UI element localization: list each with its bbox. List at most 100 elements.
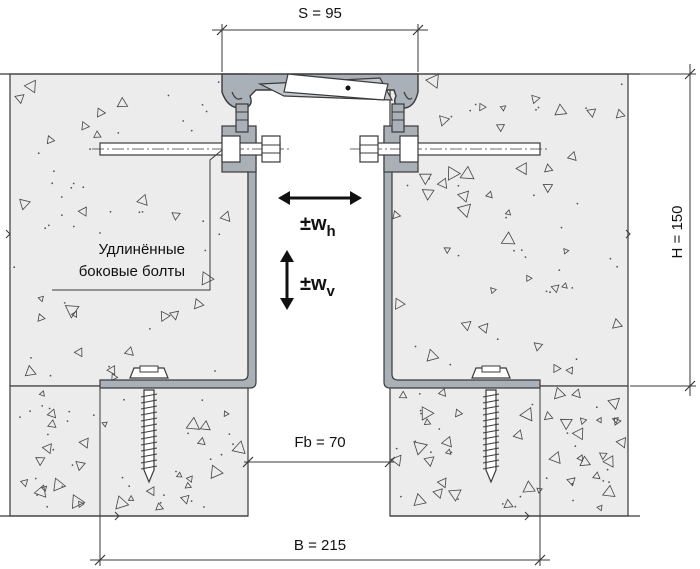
aggregate-particle xyxy=(413,441,428,456)
thread-line xyxy=(140,411,158,416)
aggregate-particle xyxy=(558,269,561,271)
aggregate-particle xyxy=(601,484,616,497)
aggregate-particle xyxy=(78,500,85,509)
aggregate-particle xyxy=(586,108,597,118)
aggregate-particle xyxy=(450,115,453,118)
aggregate-particle xyxy=(572,499,574,502)
dimension-fb: Fb = 70 xyxy=(242,434,396,468)
thread-line xyxy=(482,411,500,416)
aggregate-particle xyxy=(53,477,67,492)
aggregate-particle xyxy=(149,328,151,330)
thread-line xyxy=(482,429,500,434)
aggregate-particle xyxy=(72,182,75,185)
aggregate-particle xyxy=(78,437,89,449)
aggregate-particle xyxy=(82,186,85,189)
aggregate-particle xyxy=(70,310,78,318)
aggregate-particle xyxy=(421,406,435,421)
aggregate-particle xyxy=(199,420,211,431)
aggregate-particle xyxy=(566,477,576,487)
aggregate-particle xyxy=(531,94,541,105)
aggregate-particle xyxy=(436,177,448,189)
aggregate-particle xyxy=(36,494,38,496)
side-bolt-right xyxy=(350,135,548,163)
horizontal-movement-label: ±wh xyxy=(300,213,336,240)
aggregate-particle xyxy=(201,271,215,286)
aggregate-particle xyxy=(524,256,527,258)
aggregate-particle xyxy=(49,374,52,377)
dimension-b: B = 215 xyxy=(90,388,550,566)
aggregate-particle xyxy=(92,414,95,416)
aggregate-particle xyxy=(51,182,54,185)
aggregate-particle xyxy=(440,435,452,448)
aggregate-particle xyxy=(46,135,56,145)
aggregate-particle xyxy=(406,184,409,187)
aggregate-particle xyxy=(432,488,443,500)
aggregate-particle xyxy=(109,210,112,213)
thread-line xyxy=(140,453,158,458)
aggregate-particle xyxy=(447,166,462,181)
aggregate-particle xyxy=(485,190,493,199)
thread-line xyxy=(482,405,500,410)
aggregate-particle xyxy=(19,416,21,418)
aggregate-particle xyxy=(495,124,506,133)
aggregate-particle xyxy=(61,214,63,217)
aggregate-particle xyxy=(439,115,451,127)
aggregate-particle xyxy=(566,432,569,434)
aggregate-particle xyxy=(40,485,48,492)
aggregate-particle xyxy=(72,225,75,228)
side-bolts-callout: Удлинённые боковые болты xyxy=(52,149,223,291)
aggregate-particle xyxy=(505,216,507,219)
aggregate-particle xyxy=(571,287,574,289)
aggregate-particle xyxy=(519,406,533,422)
aggregate-particle xyxy=(543,411,554,421)
aggregate-particle xyxy=(548,450,561,465)
aggregate-particle xyxy=(37,152,40,155)
aggregate-particle xyxy=(167,94,170,97)
aggregate-particle xyxy=(596,504,603,512)
aggregate-particle xyxy=(24,364,37,377)
aggregate-particle xyxy=(500,231,516,245)
aggregate-particle xyxy=(613,417,622,426)
thread-line xyxy=(482,441,500,446)
aggregate-particle xyxy=(37,295,44,303)
callout-line-2: боковые болты xyxy=(79,263,185,280)
aggregate-particle xyxy=(477,322,489,334)
aggregate-particle xyxy=(456,203,472,219)
thread-line xyxy=(140,459,158,464)
aggregate-particle xyxy=(522,480,536,493)
concrete-aggregate xyxy=(13,73,626,512)
aggregate-particle xyxy=(201,104,204,106)
aggregate-particle xyxy=(615,436,626,449)
aggregate-particle xyxy=(123,346,134,356)
aggregate-particle xyxy=(542,184,554,194)
aggregate-particle xyxy=(168,310,180,321)
aggregate-particle xyxy=(553,363,562,374)
aggregate-particle xyxy=(563,247,570,255)
aggregate-particle xyxy=(457,498,459,500)
aggregate-particle xyxy=(531,403,534,406)
aggregate-particle xyxy=(228,433,231,435)
aggregate-particle xyxy=(560,226,563,229)
thread-line xyxy=(140,447,158,452)
aggregate-particle xyxy=(66,420,69,422)
aggregate-particle xyxy=(19,198,31,211)
aggregate-particle xyxy=(499,105,507,112)
aggregate-particle xyxy=(504,209,512,216)
aggregate-particle xyxy=(592,471,601,480)
slab-right-upper xyxy=(389,73,629,387)
aggregate-particle xyxy=(97,107,107,118)
aggregate-particle xyxy=(171,212,181,221)
thread-line xyxy=(140,429,158,434)
aggregate-particle xyxy=(598,452,608,461)
aggregate-particle xyxy=(214,370,216,372)
aggregate-particle xyxy=(185,475,193,484)
aggregate-particle xyxy=(63,302,66,304)
aggregate-particle xyxy=(421,189,435,201)
aggregate-particle xyxy=(611,317,624,329)
aggregate-particle xyxy=(420,412,422,415)
dimension-s: S = 95 xyxy=(212,5,428,72)
aggregate-particle xyxy=(52,448,55,451)
aggregate-particle xyxy=(455,408,464,418)
aggregate-particle xyxy=(61,485,64,488)
aggregate-particle xyxy=(128,485,131,488)
